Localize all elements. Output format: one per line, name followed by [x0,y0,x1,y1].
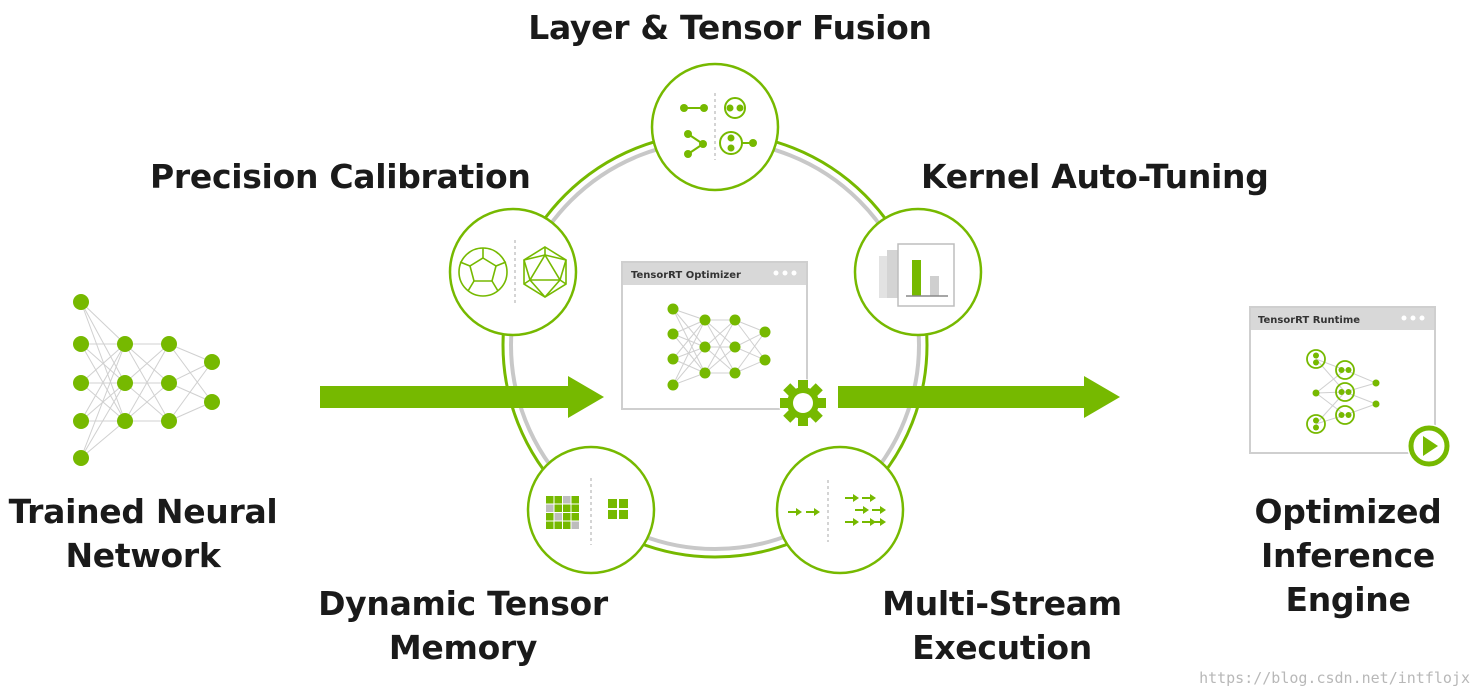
network-node [117,413,133,429]
optimizer-node [667,303,679,315]
optimizer-node [759,326,771,338]
memory-grid-icon [526,445,656,575]
optimizer-node [667,379,679,391]
optimizer-node [699,341,711,353]
watermark: https://blog.csdn.net/intflojx [1199,669,1470,687]
network-node [73,375,89,391]
polyhedron-icon [448,207,578,337]
output-arrow [838,376,1120,418]
optimizer-node [729,341,741,353]
network-node [73,450,89,466]
trained-network-label: Trained Neural Network [8,492,278,575]
fusion-icon [650,62,780,192]
runtime-title: TensorRT Runtime [1258,315,1360,326]
runtime-window: TensorRT Runtime [1249,306,1451,468]
network-node [161,375,177,391]
network-node [73,294,89,310]
network-node [161,413,177,429]
precision-calibration-label: Precision Calibration [150,157,531,196]
optimizer-node [729,367,741,379]
network-node [73,336,89,352]
dynamic-memory-label: Dynamic Tensor Memory [318,584,608,667]
network-node [204,394,220,410]
optimizer-node [667,328,679,340]
network-node [117,375,133,391]
optimizer-node [699,314,711,326]
network-node [73,413,89,429]
network-node [117,336,133,352]
optimizer-node [759,354,771,366]
network-node [204,354,220,370]
play-icon [1407,424,1451,468]
network-node [161,336,177,352]
optimizer-node [729,314,741,326]
input-arrow [320,376,604,418]
multi-stream-label: Multi-Stream Execution [882,584,1122,667]
optimized-engine-label: Optimized Inference Engine [1254,492,1442,619]
stream-arrows-icon [775,445,905,575]
gear-icon [779,379,827,427]
optimizer-node [699,367,711,379]
optimizer-window: TensorRT Optimizer [621,261,827,427]
kernel-auto-tuning-label: Kernel Auto-Tuning [921,157,1269,196]
optimizer-title: TensorRT Optimizer [631,270,741,281]
optimizer-node [667,353,679,365]
layer-fusion-label: Layer & Tensor Fusion [528,8,932,47]
bar-chart-icon [853,207,983,337]
trained-network-graph [73,294,220,466]
